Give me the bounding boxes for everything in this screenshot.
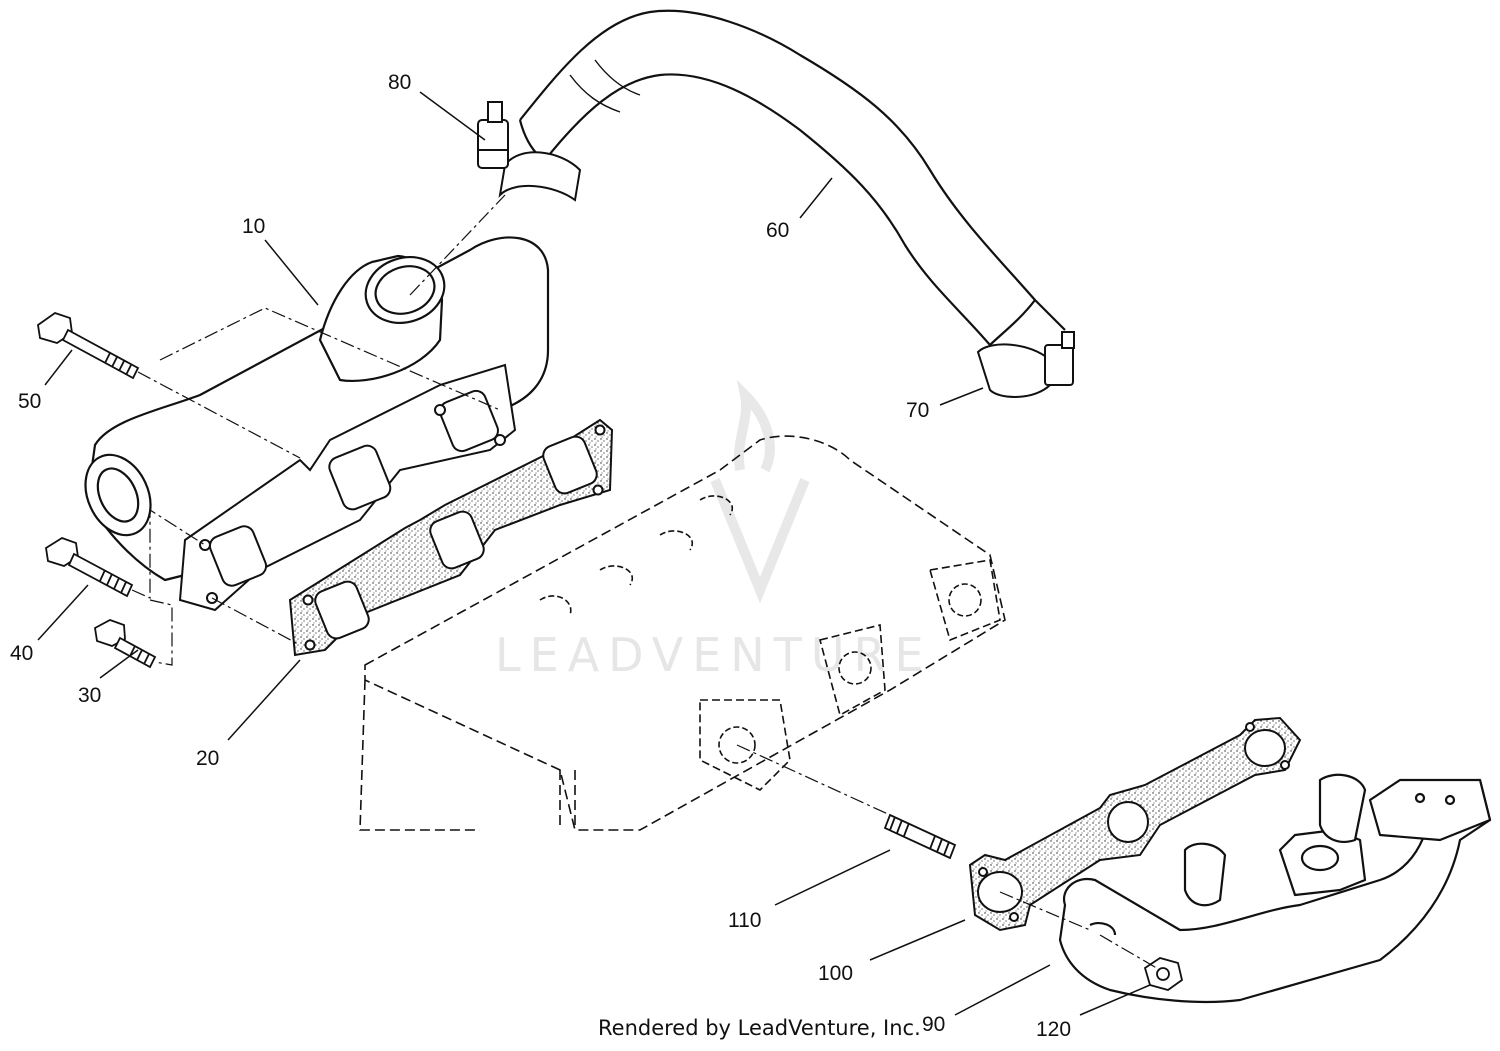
bolt-40 xyxy=(45,537,134,598)
bolt-50 xyxy=(37,312,140,380)
callout-90: 90 xyxy=(922,1013,946,1036)
cylinder-head-reference xyxy=(359,435,1006,831)
gasket-20 xyxy=(288,418,614,657)
watermark-logo xyxy=(710,379,810,604)
watermark-text: LEADVENTURE xyxy=(495,628,933,682)
callout-10: 10 xyxy=(242,215,266,238)
alignment-lines xyxy=(131,194,1161,971)
stud-110 xyxy=(883,813,957,860)
callout-40: 40 xyxy=(10,642,34,665)
callout-20: 20 xyxy=(196,747,220,770)
callout-60: 60 xyxy=(766,219,790,242)
manifold-flange xyxy=(178,363,517,612)
hose-60 xyxy=(518,9,1066,346)
exhaust-manifold-90 xyxy=(1058,773,1492,1004)
callout-70: 70 xyxy=(906,399,930,422)
credit-text: Rendered by LeadVenture, Inc. xyxy=(598,1016,921,1040)
callout-110: 110 xyxy=(728,909,762,932)
callout-100: 100 xyxy=(818,962,854,985)
intake-manifold-10 xyxy=(84,236,550,582)
callout-120: 120 xyxy=(1036,1018,1072,1041)
callout-50: 50 xyxy=(18,390,42,413)
clamp-70 xyxy=(976,331,1075,398)
callout-80: 80 xyxy=(388,71,412,94)
exhaust-gasket-100 xyxy=(968,716,1302,932)
callout-30: 30 xyxy=(78,684,102,707)
leader-lines xyxy=(37,91,1151,1016)
clamp-80 xyxy=(477,101,582,202)
